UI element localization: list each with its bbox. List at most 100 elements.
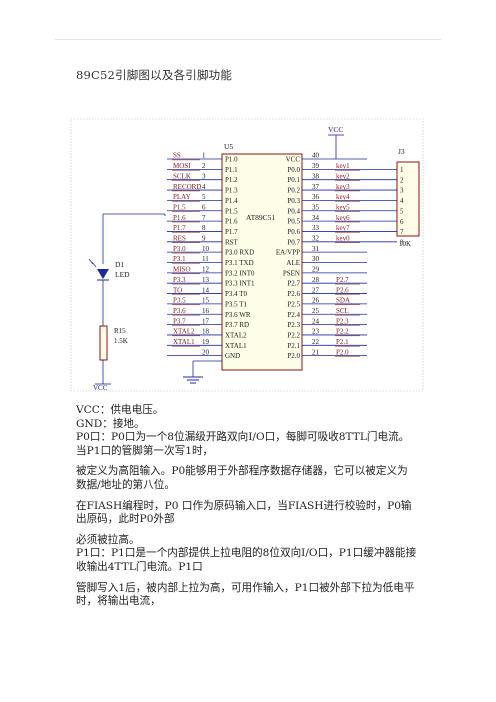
- left-pin-name: P1.0: [225, 156, 238, 164]
- left-pin-net: P3.0: [173, 245, 186, 253]
- paragraph-vcc: VCC：供电电压。: [76, 404, 164, 416]
- right-pin-number: 29: [312, 266, 320, 274]
- right-pin-net: P2.2: [336, 328, 349, 336]
- left-pin-number: 14: [202, 286, 210, 294]
- left-pin-number: 6: [202, 203, 206, 211]
- left-pin-number: 13: [202, 276, 210, 284]
- left-pin-net: TO: [173, 286, 182, 294]
- left-pin-name: P3.7 RD: [225, 321, 249, 329]
- left-pin-net: SCLK: [173, 172, 191, 180]
- led-ref: D1: [115, 260, 124, 269]
- left-pin-net: P3.6: [173, 307, 186, 315]
- left-pin-name: P1.4: [225, 197, 238, 205]
- right-pin-name: EA/VPP: [276, 249, 300, 257]
- left-pin-name: RST: [225, 238, 239, 246]
- left-pin-number: 17: [202, 317, 210, 325]
- left-pin-number: 3: [202, 172, 206, 180]
- right-pin-number: 25: [312, 307, 320, 315]
- right-pin-name: P2.5: [287, 300, 300, 308]
- right-pin-number: 32: [312, 235, 320, 243]
- right-pin-name: P2.4: [287, 311, 300, 319]
- left-pin-net: XTAL2: [173, 328, 195, 336]
- right-pin-net: key4: [336, 193, 350, 201]
- right-pin-number: 22: [312, 338, 320, 346]
- right-pin-name: P0.6: [287, 228, 300, 236]
- left-pin-net: P1.7: [173, 224, 186, 232]
- right-pin-name: P0.2: [287, 187, 300, 195]
- connector-value: 10K: [399, 240, 411, 248]
- left-pin-name: P1.7: [225, 228, 238, 236]
- right-pin-net: key3: [336, 183, 350, 191]
- left-pin-number: 5: [202, 193, 206, 201]
- right-pin-name: P0.5: [287, 218, 300, 226]
- right-pin-net: key0: [336, 235, 350, 243]
- left-pin-number: 12: [202, 266, 210, 274]
- paragraph-p0-d: 必须被拉高。: [76, 533, 140, 546]
- left-pin-net: SS: [173, 152, 181, 160]
- right-pin-net: key5: [336, 203, 350, 211]
- left-pin-name: P3.2 INT0: [225, 269, 255, 277]
- left-pin-number: 9: [202, 235, 206, 243]
- right-pin-name: P2.6: [287, 290, 300, 298]
- right-pin-name: P2.3: [287, 321, 300, 329]
- left-pin-name: P1.2: [225, 176, 238, 184]
- right-pin-number: 37: [312, 183, 320, 191]
- left-pin-net: RECORD: [173, 183, 201, 191]
- right-pin-net: key7: [336, 224, 350, 232]
- right-pin-number: 31: [312, 245, 320, 253]
- right-pin-number: 40: [312, 152, 320, 160]
- left-pin-number: 10: [202, 245, 210, 253]
- resistor-ref: R15: [114, 327, 126, 335]
- paragraph-p1-a: P1口：P1口是一个内部提供上拉电阻的8位双向I/O口，P1口缓冲器能接收输出4…: [76, 547, 417, 573]
- connector-pin-number: 4: [400, 197, 404, 205]
- right-pin-net: P2.0: [336, 348, 349, 356]
- right-pin-name: P2.1: [287, 342, 300, 350]
- left-pin-name: XTAL1: [225, 342, 247, 350]
- vcc-bottom-label: VCC: [93, 384, 108, 392]
- connector-pin-number: 8: [400, 238, 404, 246]
- right-pin-net: P2.6: [336, 286, 349, 294]
- connector-pin-number: 6: [400, 218, 404, 226]
- right-pin-number: 24: [312, 317, 320, 325]
- right-pin-net: SDA: [336, 297, 350, 305]
- paragraph-p0-c: 在FIASH编程时，P0 口作为原码输入口，当FIASH进行校验时，P0输出原码…: [76, 499, 412, 526]
- left-pin-number: 19: [202, 338, 210, 346]
- paragraph-p0-b: 被定义为高阻输入。P0能够用于外部程序数据存储器，它可以被定义为数据/地址的第八…: [76, 465, 408, 491]
- paragraph-gnd: GND：接地。: [76, 417, 145, 430]
- paragraph-p0-a: P0口：P0口为一个8位漏级开路双向I/O口，每脚可吸收8TTL门电流。当P1口…: [76, 431, 410, 457]
- right-pin-number: 38: [312, 172, 320, 180]
- right-pin-name: P2.2: [287, 331, 300, 339]
- vcc-top-label: VCC: [328, 125, 343, 134]
- right-pin-number: 21: [312, 348, 320, 356]
- left-pin-number: 16: [202, 307, 210, 315]
- right-pin-number: 35: [312, 203, 320, 211]
- right-pin-name: P2.7: [287, 280, 300, 288]
- left-pin-number: 15: [202, 297, 210, 305]
- document-body: VCC：供电电压。 GND：接地。 P0口：P0口为一个8位漏级开路双向I/O口…: [76, 404, 418, 609]
- left-pin-number: 2: [202, 162, 206, 170]
- right-pin-number: 30: [312, 255, 320, 263]
- left-pin-number: 7: [202, 214, 206, 222]
- left-pin-number: 4: [202, 183, 206, 191]
- resistor-value: 1.5K: [114, 337, 128, 345]
- connector-pin-number: 2: [400, 176, 404, 184]
- left-pin-name: P1.3: [225, 187, 238, 195]
- chip-ref: U5: [224, 142, 233, 151]
- left-pin-net: MISO: [173, 266, 191, 274]
- right-pin-net: P2.1: [336, 338, 349, 346]
- left-pin-net: P1.5: [173, 203, 186, 211]
- led-value: LED: [115, 270, 130, 279]
- paragraph-p1-b: 管脚写入1后，被内部上拉为高，可用作输入，P1口被外部下拉为低电平时，将输出电流…: [76, 581, 415, 608]
- connector-ref: J3: [398, 147, 405, 156]
- left-pin-net: RES: [173, 235, 186, 243]
- left-pin-name: XTAL2: [225, 331, 247, 339]
- page-title: 89C52引脚图以及各引脚功能: [76, 68, 233, 82]
- right-pin-name: P0.1: [287, 176, 300, 184]
- right-pin-number: 36: [312, 193, 320, 201]
- connector-pin-number: 1: [400, 166, 404, 174]
- left-pin-number: 8: [202, 224, 206, 232]
